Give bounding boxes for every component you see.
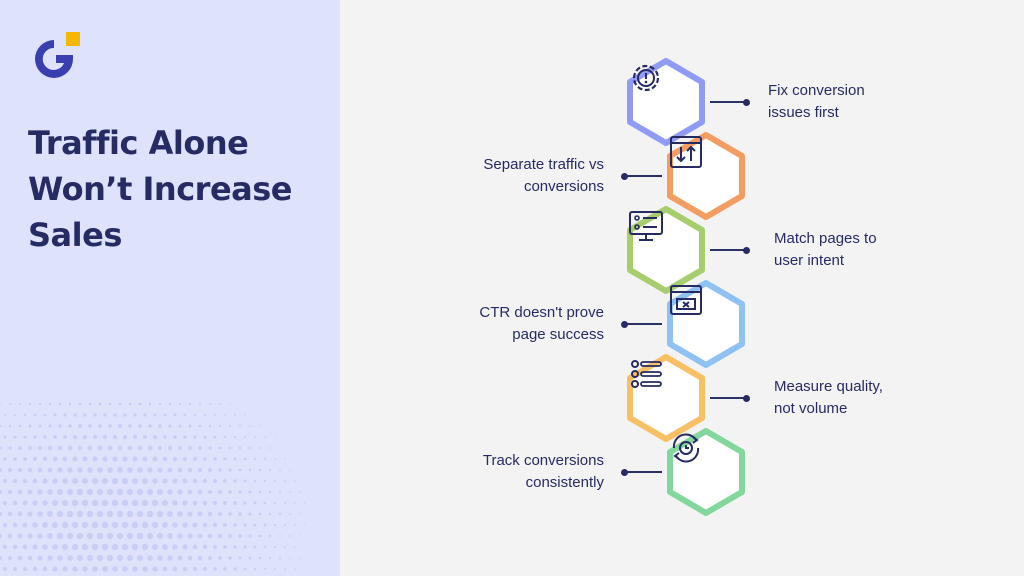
browser-error-icon (670, 285, 702, 315)
title-line-3: Sales (28, 216, 122, 254)
step-connector-5 (710, 397, 746, 399)
gear-alert-icon (632, 64, 660, 92)
step-label-2: Separate traffic vs conversions (483, 154, 604, 198)
step-label-line-2: page success (512, 326, 604, 343)
step-label-line-2: user intent (774, 252, 845, 269)
step-hexagon-4 (666, 280, 746, 368)
step-label-line-2: not volume (774, 400, 848, 417)
step-connector-2 (626, 175, 662, 177)
step-connector-dot-3 (743, 246, 750, 254)
step-hexagon-3 (626, 206, 706, 294)
step-label-line-2: issues first (768, 104, 839, 121)
step-label-3: Match pages to user intent (774, 228, 877, 272)
decorative-dot-pattern (0, 402, 306, 572)
step-label-1: Fix conversion issues first (768, 80, 865, 124)
step-label-line-1: Match pages to (774, 230, 877, 247)
step-connector-dot-1 (743, 98, 750, 106)
step-label-5: Measure quality, not volume (774, 376, 883, 420)
step-connector-1 (710, 101, 746, 103)
step-connector-dot-5 (743, 394, 750, 402)
step-connector-dot-4 (621, 320, 628, 328)
step-hexagon-6 (666, 428, 746, 516)
clock-cycle-icon (672, 433, 700, 463)
step-label-6: Track conversions consistently (483, 450, 604, 494)
step-label-line-1: CTR doesn't prove (479, 304, 604, 321)
step-connector-dot-6 (621, 468, 628, 476)
step-connector-4 (626, 323, 662, 325)
step-label-line-1: Fix conversion (768, 82, 865, 99)
page-title: Traffic Alone Won’t Increase Sales (28, 120, 328, 258)
title-line-1: Traffic Alone (28, 124, 249, 162)
left-panel: Traffic Alone Won’t Increase Sales (0, 0, 340, 576)
step-label-line-1: Track conversions (482, 452, 604, 469)
checklist-icon (631, 360, 662, 388)
step-connector-3 (710, 249, 746, 251)
step-label-line-1: Measure quality, (774, 378, 883, 395)
step-label-4: CTR doesn't prove page success (479, 302, 604, 346)
step-connector-dot-2 (621, 172, 628, 180)
g-logo-icon (35, 32, 80, 78)
monitor-users-icon (629, 211, 663, 241)
step-hexagon-5 (626, 354, 706, 442)
step-label-line-2: consistently (525, 474, 604, 491)
step-connector-6 (626, 471, 662, 473)
step-hexagon-1 (626, 58, 706, 146)
step-label-line-2: conversions (523, 178, 604, 195)
step-label-line-1: Separate traffic vs (483, 156, 604, 173)
title-line-2: Won’t Increase (28, 170, 293, 208)
step-hexagon-2 (666, 132, 746, 220)
browser-arrows-icon (670, 136, 702, 168)
